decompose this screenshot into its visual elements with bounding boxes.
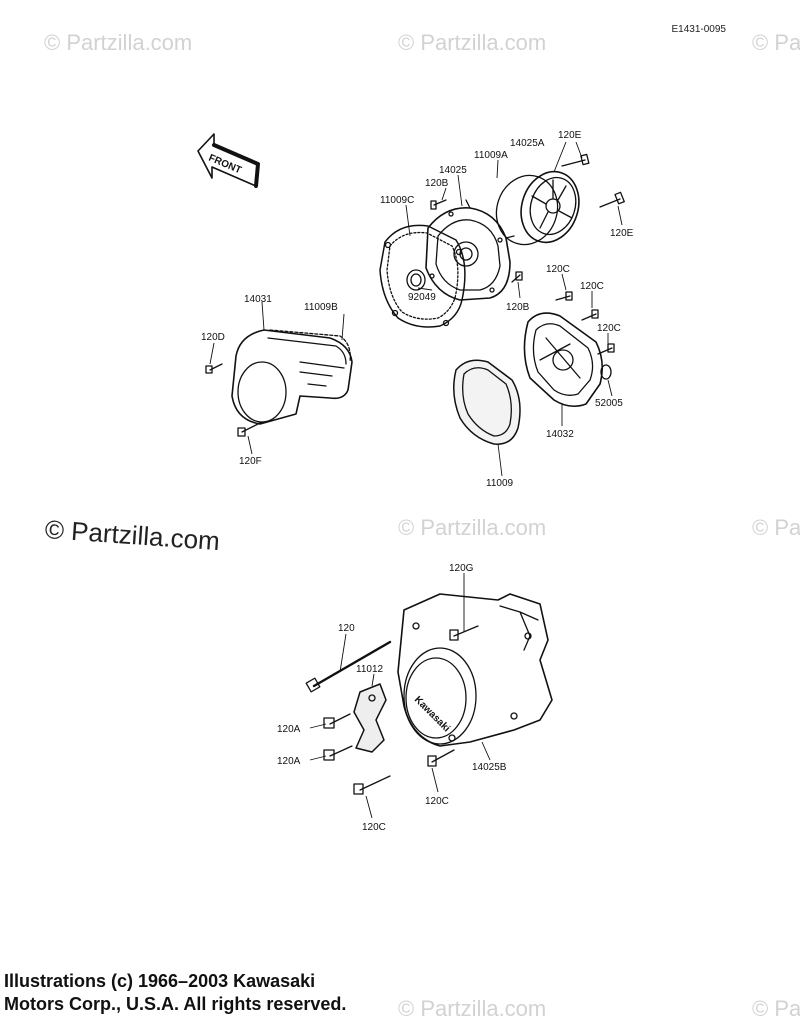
label-120c-lower2: 120C (362, 822, 386, 833)
label-120e-right: 120E (610, 228, 634, 239)
bolt-120a-1 (323, 713, 351, 729)
label-14031: 14031 (244, 294, 272, 305)
label-11012: 11012 (356, 664, 384, 675)
bolt-120g (449, 625, 479, 641)
bolt-120c-lower1 (427, 749, 455, 767)
watermark-top-right: © Partzilla.com (752, 30, 800, 55)
copyright-line-1: Illustrations (c) 1966–2003 Kawasaki (4, 971, 316, 991)
watermark-bottom-right: © Partzilla.com (752, 996, 800, 1021)
bolt-120-long (305, 640, 392, 693)
label-14032: 14032 (546, 429, 574, 440)
label-11009a: 11009A (474, 150, 508, 161)
copyright-line-2: Motors Corp., U.S.A. All rights reserved… (4, 994, 347, 1014)
gasket-11009c (379, 224, 466, 328)
bolt-120e-right (599, 191, 625, 208)
label-120b-mid: 120B (506, 302, 530, 313)
bolt-120c-c (597, 343, 615, 355)
label-120c-b: 120C (580, 281, 604, 292)
label-14025a: 14025A (510, 138, 545, 149)
brand-mark: Kawasaki (412, 694, 452, 734)
label-120c-a: 120C (546, 264, 570, 275)
label-120a-2: 120A (277, 756, 301, 767)
bolt-120b-mid (511, 271, 523, 283)
label-11009: 11009 (486, 478, 514, 489)
bolt-120e-top (561, 153, 590, 167)
watermark-mid-right: © Partzilla.com (752, 515, 800, 540)
label-120g: 120G (449, 563, 474, 574)
watermark-top-left: © Partzilla.com (44, 30, 193, 55)
label-120: 120 (338, 623, 355, 634)
bolt-120c-a (555, 291, 573, 301)
cover-14032 (523, 312, 604, 408)
label-14025b: 14025B (472, 762, 507, 773)
label-14025: 14025 (439, 165, 467, 176)
cover-14025 (425, 199, 515, 301)
cover-14025b: Kawasaki (397, 593, 553, 747)
label-92049: 92049 (408, 292, 436, 303)
label-120e-top: 120E (558, 130, 582, 141)
cover-14031 (231, 329, 353, 425)
bolt-120c-lower2 (353, 775, 391, 795)
label-11009b: 11009B (304, 302, 338, 313)
bolt-120d (205, 363, 223, 374)
watermark-bottom-center: © Partzilla.com (398, 996, 547, 1021)
washer-52005 (600, 364, 612, 380)
label-120b-top: 120B (425, 178, 449, 189)
copyright-notice: Illustrations (c) 1966–2003 Kawasaki Mot… (4, 970, 346, 1016)
plate-11012 (353, 683, 387, 753)
bolt-120b-top (430, 199, 447, 210)
label-11009c: 11009C (380, 195, 414, 206)
gasket-11009b (269, 329, 351, 363)
front-arrow-icon: FRONT (197, 133, 260, 188)
bolt-120f (237, 421, 263, 437)
gasket-11009 (453, 359, 521, 445)
diagram-code: E1431-0095 (671, 24, 727, 35)
bolt-120a-2 (323, 745, 353, 761)
label-120a-1: 120A (277, 724, 301, 735)
cap-14025a (520, 170, 580, 244)
watermark-top-center: © Partzilla.com (398, 30, 547, 55)
label-120d: 120D (201, 332, 225, 343)
label-120c-c: 120C (597, 323, 621, 334)
label-120f: 120F (239, 456, 262, 467)
o-ring-11009a (495, 174, 559, 246)
watermark-mid-center: © Partzilla.com (398, 515, 547, 540)
bolt-120c-b (581, 309, 599, 321)
oil-seal-92049 (406, 269, 426, 291)
label-120c-lower1: 120C (425, 796, 449, 807)
label-52005: 52005 (595, 398, 623, 409)
